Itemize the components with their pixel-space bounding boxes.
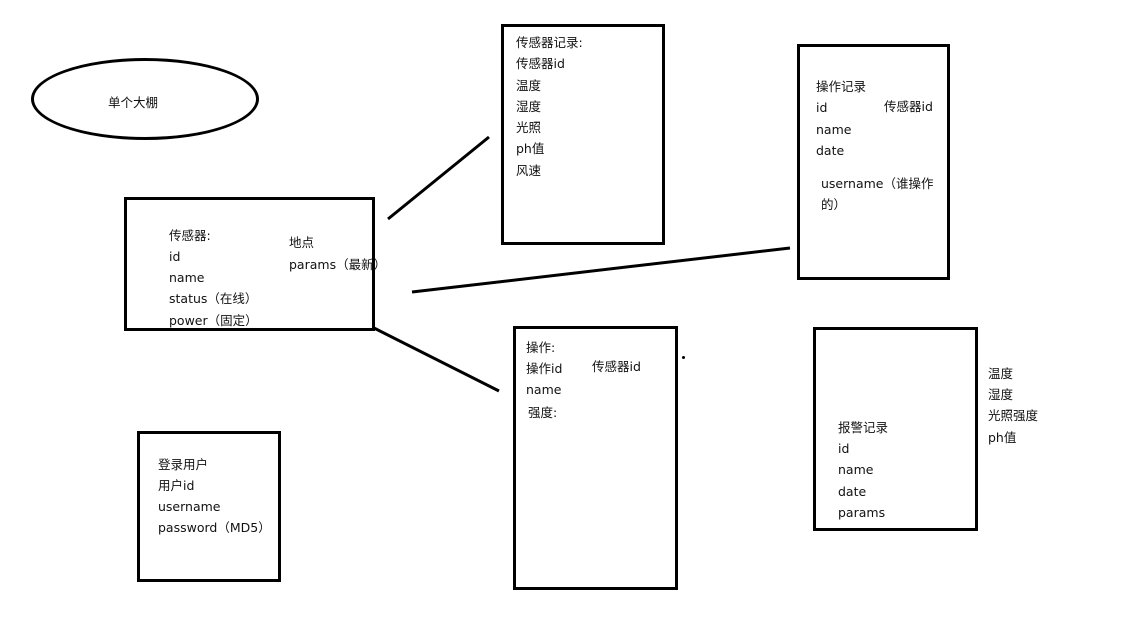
- operation-record-username-cont: 的）: [821, 197, 847, 212]
- sensor-field: power（固定）: [169, 313, 258, 328]
- alarm-record-entity-box: [813, 327, 978, 531]
- operation-record-title: 操作记录: [816, 79, 867, 94]
- alarm-params-item: 湿度: [988, 387, 1014, 402]
- stray-dot: [682, 356, 685, 359]
- operation-sensor-ref: 传感器id: [592, 359, 641, 374]
- sensor-field: status（在线）: [169, 291, 258, 306]
- sensor-record-field: ph值: [516, 141, 545, 156]
- connector-sensor-to-operation: [373, 326, 500, 393]
- login-user-title: 登录用户: [158, 457, 209, 472]
- sensor-field: id: [169, 249, 181, 264]
- login-user-field: password（MD5）: [158, 520, 271, 535]
- operation-intensity: 强度:: [528, 405, 558, 420]
- alarm-params-item: 光照强度: [988, 408, 1039, 423]
- sensor-record-field: 温度: [516, 78, 542, 93]
- greenhouse-label: 单个大棚: [108, 95, 159, 110]
- sensor-record-field: 风速: [516, 163, 542, 178]
- operation-record-username: username（谁操作: [821, 176, 934, 191]
- alarm-record-field: date: [838, 484, 867, 499]
- sensor-field: name: [169, 270, 205, 285]
- operation-record-field: id: [816, 100, 828, 115]
- greenhouse-ellipse: [31, 58, 259, 140]
- operation-entity-box: [513, 326, 678, 590]
- operation-field: 操作id: [526, 361, 563, 376]
- operation-title: 操作:: [526, 340, 556, 355]
- alarm-record-title: 报警记录: [838, 420, 889, 435]
- sensor-record-field: 传感器id: [516, 56, 565, 71]
- alarm-params-item: 温度: [988, 366, 1014, 381]
- alarm-record-field: params: [838, 505, 886, 520]
- operation-record-entity-box: [797, 44, 950, 280]
- sensor-record-field: 湿度: [516, 99, 542, 114]
- login-user-entity-box: [137, 431, 281, 582]
- operation-field: name: [526, 382, 562, 397]
- sensor-extra-field: params（最新）: [289, 257, 387, 272]
- operation-record-field: date: [816, 143, 845, 158]
- sensor-record-title: 传感器记录:: [516, 35, 583, 50]
- sensor-extra-field: 地点: [289, 235, 315, 250]
- alarm-params-item: ph值: [988, 430, 1017, 445]
- sensor-entity-box: [124, 197, 375, 331]
- sensor-record-entity-box: [501, 24, 665, 245]
- operation-record-field: name: [816, 122, 852, 137]
- alarm-record-field: name: [838, 462, 874, 477]
- sensor-title: 传感器:: [169, 228, 211, 243]
- operation-record-sensor-ref: 传感器id: [884, 99, 933, 114]
- alarm-record-field: id: [838, 441, 850, 456]
- connector-sensor-to-operation-record: [411, 246, 791, 294]
- connector-sensor-to-sensor-record: [387, 135, 490, 221]
- sensor-record-field: 光照: [516, 120, 542, 135]
- login-user-field: 用户id: [158, 478, 195, 493]
- login-user-field: username: [158, 499, 221, 514]
